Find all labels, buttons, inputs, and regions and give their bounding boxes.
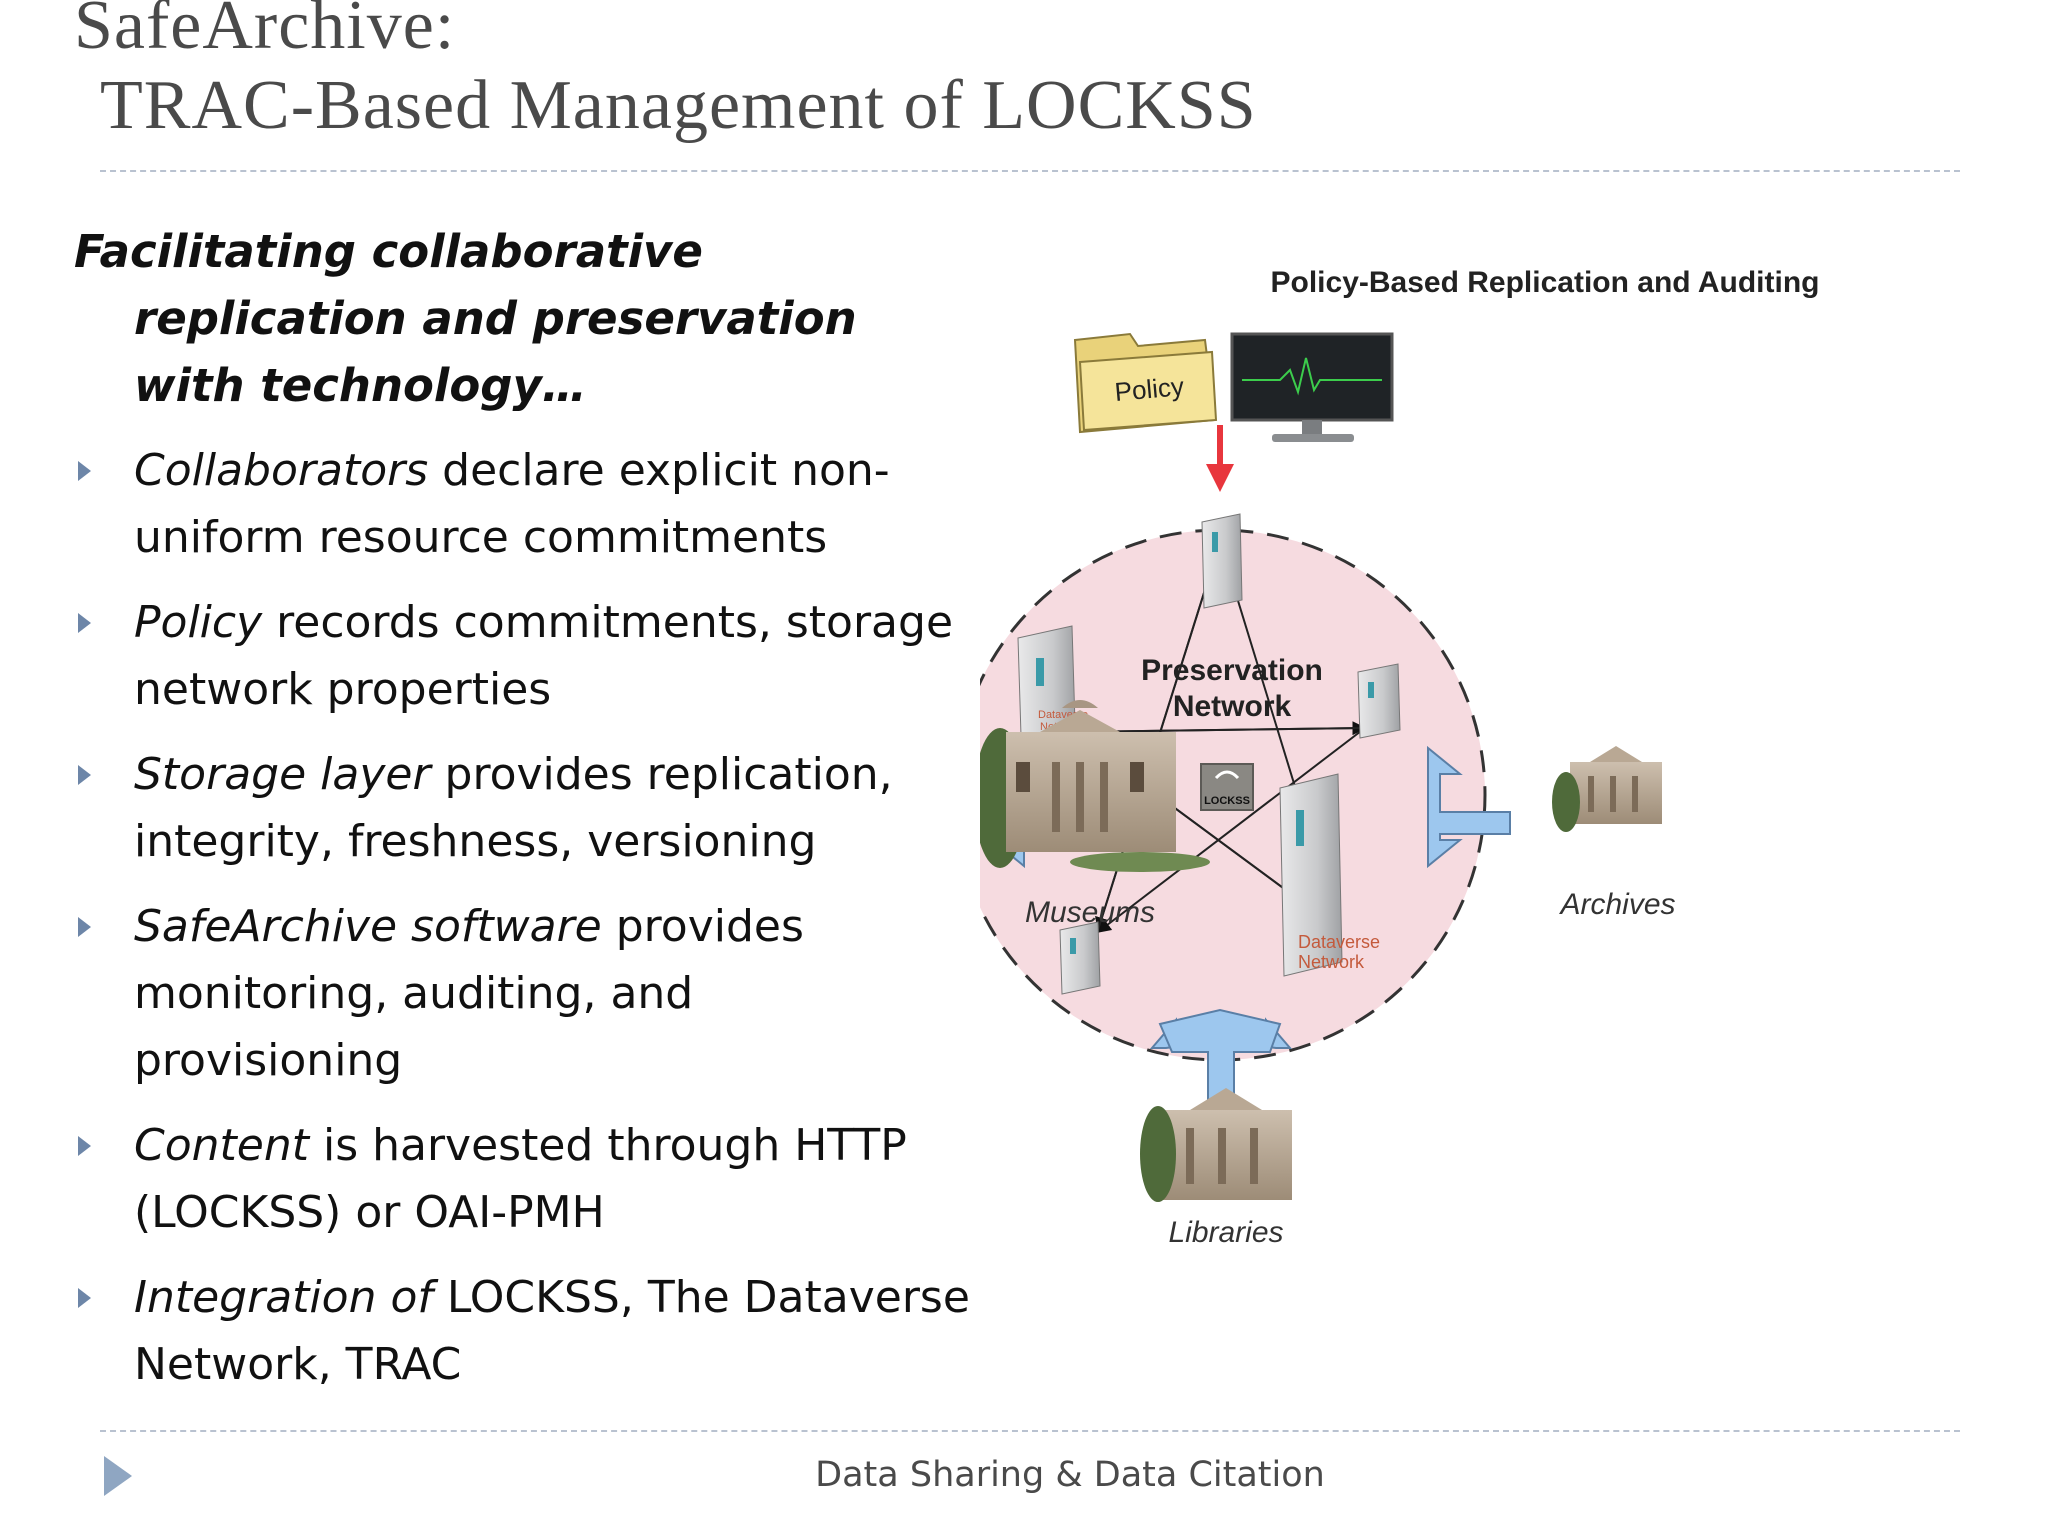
bullet-emphasis: SafeArchive software [134, 901, 602, 952]
intro-line-3: with technology… [134, 359, 587, 412]
lockss-logo-icon: LOCKSS [1200, 763, 1254, 811]
library-connector-icon [1149, 1008, 1293, 1105]
diagram-svg: Policy-Based Replication and Auditing Po… [937, 266, 1820, 1249]
server-icon [1201, 513, 1243, 609]
policy-label: Policy [1113, 371, 1185, 407]
bullet-item: Policy records commitments, storage netw… [74, 589, 974, 723]
archives-building-icon [1552, 746, 1662, 832]
title-line-2: TRAC-Based Management of LOCKSS [100, 67, 1257, 144]
bullet-item: Integration of LOCKSS, The Dataverse Net… [74, 1264, 974, 1398]
server-icon [1059, 921, 1101, 995]
bullet-list: Collaborators declare explicit non-unifo… [74, 437, 974, 1416]
bullet-text: declare explicit non-uniform resource co… [134, 445, 890, 563]
bullet-emphasis: Storage layer [134, 749, 431, 800]
bullet-item: Collaborators declare explicit non-unifo… [74, 437, 974, 571]
bullet-emphasis: Collaborators [134, 445, 429, 496]
bullet-emphasis: Integration of [134, 1272, 433, 1323]
intro-heading: Facilitating collaborative replication a… [74, 218, 954, 419]
red-arrow-icon [1206, 425, 1234, 492]
bullet-item: Content is harvested through HTTP (LOCKS… [74, 1112, 974, 1246]
bullet-emphasis: Policy [134, 597, 263, 648]
bullet-item: SafeArchive software provides monitoring… [74, 893, 974, 1094]
archives-label: Archives [1558, 888, 1675, 921]
libraries-label: Libraries [1168, 1216, 1283, 1249]
footer-text: Data Sharing & Data Citation [815, 1455, 1325, 1495]
policy-folder-icon: Policy [1073, 332, 1218, 434]
bullet-text: LOCKSS, The Dataverse Network, TRAC [134, 1272, 970, 1390]
bullet-text: provides monitoring, auditing, and provi… [134, 901, 804, 1086]
title-line-1: SafeArchive: [74, 0, 456, 64]
network-label-line-2: Network [1173, 690, 1292, 723]
lockss-label: LOCKSS [1204, 795, 1250, 807]
intro-line-1: Facilitating collaborative [74, 225, 703, 278]
dataverse-label-line-2: Network [1298, 952, 1365, 972]
footer-arrow-icon [104, 1456, 132, 1496]
server-icon [1357, 663, 1401, 739]
libraries-building-icon [1140, 1088, 1292, 1202]
bullet-emphasis: Content [134, 1120, 309, 1171]
bullet-arrow-icon [78, 1136, 91, 1156]
diagram-title: Policy-Based Replication and Auditing [1271, 266, 1820, 299]
bullet-text: records commitments, storage network pro… [134, 597, 954, 715]
bullet-text: is harvested through HTTP (LOCKSS) or OA… [134, 1120, 907, 1238]
title-divider [100, 170, 1960, 172]
intro-line-2: replication and preservation [134, 292, 857, 345]
slide-title: SafeArchive: TRAC-Based Management of LO… [74, 0, 1257, 146]
bullet-arrow-icon [78, 613, 91, 633]
footer-divider [100, 1430, 1960, 1432]
museum-building-icon [974, 700, 1210, 872]
bullet-arrow-icon [78, 1288, 91, 1308]
dataverse-label-line-1: Dataverse [1298, 932, 1380, 952]
museums-label: Museums [1025, 896, 1155, 929]
bullet-arrow-icon [78, 765, 91, 785]
archive-connector-icon [1427, 745, 1511, 869]
monitor-icon [1230, 332, 1394, 442]
bullet-item: Storage layer provides replication, inte… [74, 741, 974, 875]
server-icon: Dataverse Network [1279, 773, 1380, 977]
replication-diagram: Policy-Based Replication and Auditing Po… [937, 262, 2000, 1262]
bullet-arrow-icon [78, 461, 91, 481]
bullet-arrow-icon [78, 917, 91, 937]
bullet-text: provides replication, integrity, freshne… [134, 749, 893, 867]
network-label-line-1: Preservation [1141, 654, 1323, 687]
